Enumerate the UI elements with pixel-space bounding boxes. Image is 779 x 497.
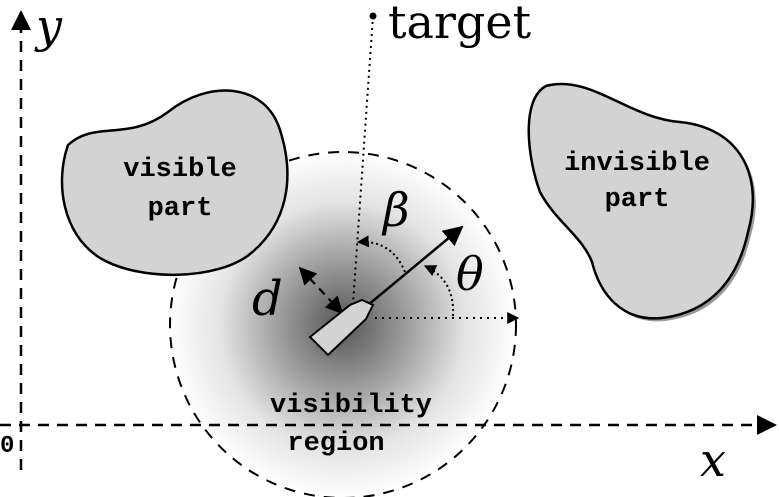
visible-obstacle (60, 89, 289, 277)
visibility-region-label-line1: visibility (270, 391, 432, 421)
invisible-obstacle (527, 82, 755, 320)
y-axis-label: y (34, 0, 63, 53)
target-label: target (388, 0, 532, 49)
invisible-part-label-line2: part (605, 185, 670, 215)
theta-symbol: θ (456, 247, 484, 301)
visibility-region-label-line2: region (287, 429, 384, 459)
distance-symbol: d (252, 271, 283, 327)
theta-arc (423, 265, 455, 317)
beta-symbol: β (381, 183, 410, 237)
beta-arc (356, 235, 406, 273)
visible-part-label-line1: visible (123, 155, 236, 185)
invisible-part-label-line1: invisible (564, 149, 710, 179)
x-axis-label: x (700, 433, 726, 487)
visible-part-label-line2: part (148, 194, 213, 224)
distance-arrow (298, 266, 344, 315)
robot-body (308, 298, 375, 357)
target-point (369, 12, 377, 20)
origin-label: 0 (0, 433, 14, 460)
target-line (351, 15, 374, 319)
heading-arrow (367, 225, 464, 306)
